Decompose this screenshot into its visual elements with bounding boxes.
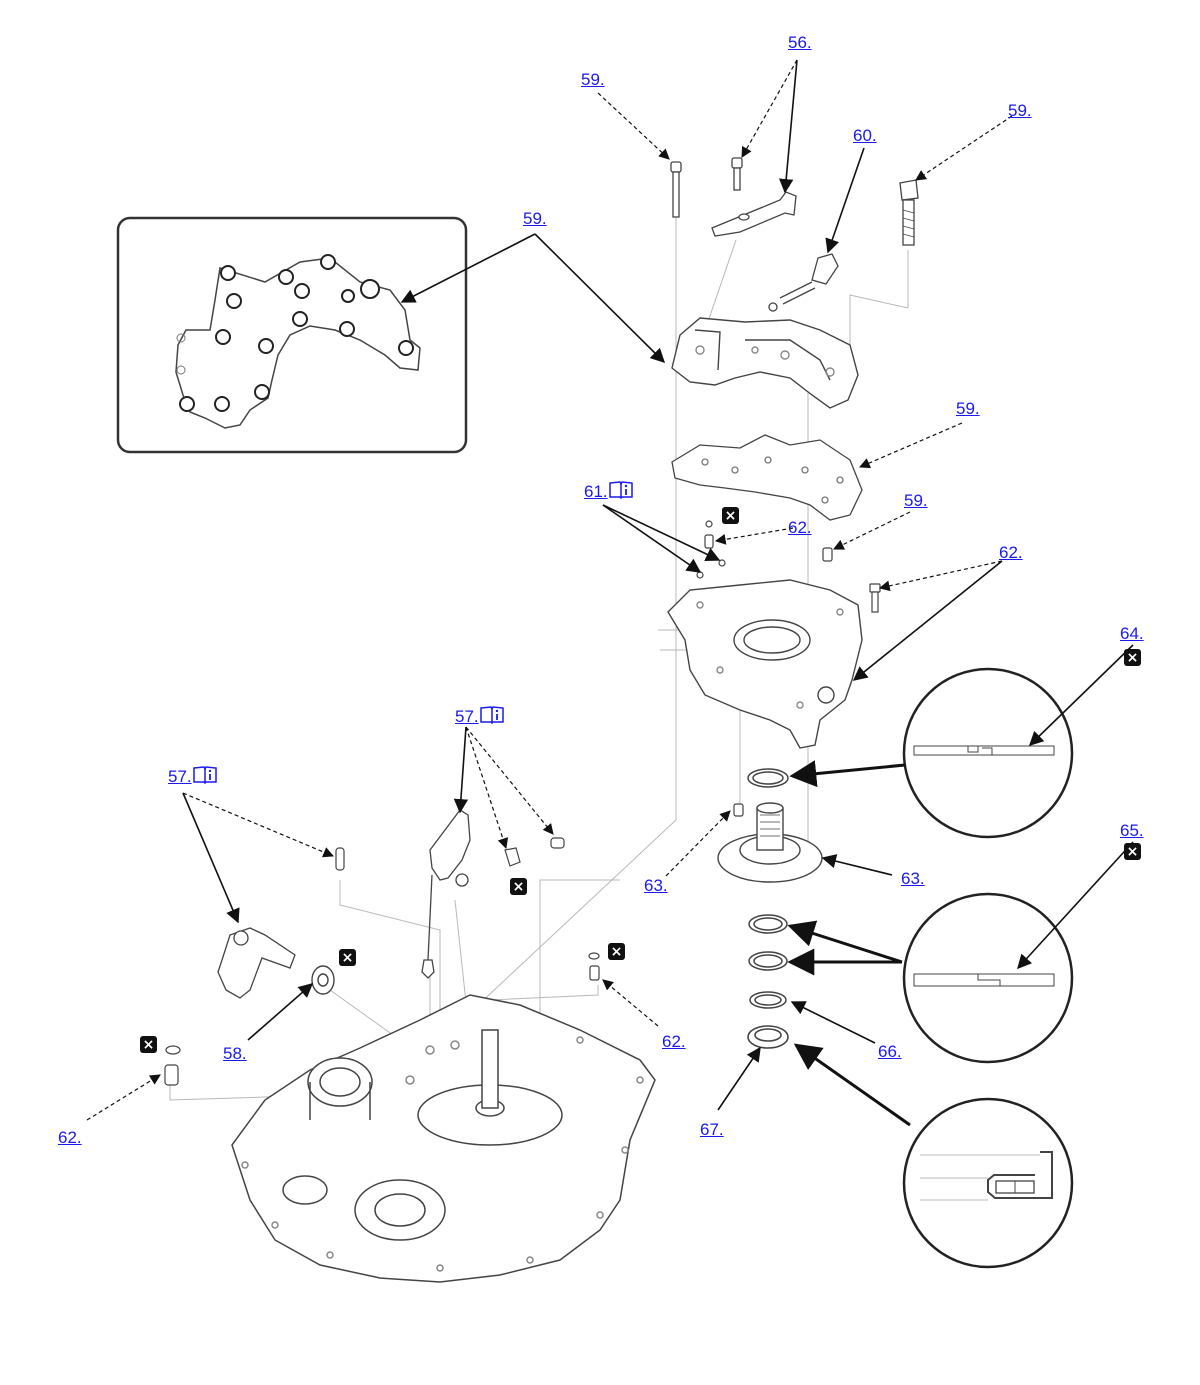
callout-59-plate[interactable]: 59.: [956, 399, 980, 418]
washer-58: [311, 965, 335, 995]
separator-plate-59: [671, 434, 863, 521]
replace-marker-icon: ×: [140, 1036, 157, 1053]
manual-book-icon: [479, 706, 504, 724]
inset-gasket-detail: [116, 216, 468, 454]
detail-circle-64: [902, 667, 1074, 839]
callout-57-arm[interactable]: 57.: [455, 706, 504, 727]
detail-circle-67: [902, 1097, 1074, 1269]
dowel-63: [733, 803, 744, 817]
shift-lever-57: [217, 927, 296, 999]
bolt-long-59: [670, 161, 682, 218]
callout-64[interactable]: 64.: [1120, 624, 1144, 643]
callout-59-inset[interactable]: 59.: [523, 209, 547, 228]
bearing-hub-63: [717, 802, 823, 883]
callout-59-bolt-long[interactable]: 59.: [581, 70, 605, 89]
callout-62-pin-left[interactable]: 62.: [58, 1128, 82, 1147]
replace-marker-icon: ×: [339, 949, 356, 966]
manual-book-icon: [608, 481, 633, 499]
replace-marker-icon: ×: [1124, 843, 1141, 860]
replace-marker-icon: ×: [608, 943, 625, 960]
sensor-60: [768, 253, 839, 312]
transmission-case: [231, 994, 656, 1283]
pins-62-lower: [164, 952, 600, 1086]
callout-62-pin-upper[interactable]: 62.: [788, 518, 812, 537]
callout-58[interactable]: 58.: [223, 1044, 247, 1063]
seal-ring-64: [747, 768, 789, 788]
callout-56[interactable]: 56.: [788, 33, 812, 52]
oil-seal-67: [747, 1025, 789, 1049]
callout-63-dowel[interactable]: 63.: [644, 876, 668, 895]
callout-60[interactable]: 60.: [853, 126, 877, 145]
replace-marker-icon: ×: [510, 878, 527, 895]
callout-62-pin-lower[interactable]: 62.: [662, 1032, 686, 1051]
bracket-56: [711, 191, 797, 237]
bolt-56: [731, 157, 743, 191]
manual-book-icon: [192, 766, 217, 784]
ring-66: [749, 991, 787, 1009]
callout-67[interactable]: 67.: [700, 1120, 724, 1139]
callout-65[interactable]: 65.: [1120, 821, 1144, 840]
valve-body-housing: [671, 317, 859, 409]
dowel-pins-62-upper: [696, 520, 881, 613]
callout-63-hub[interactable]: 63.: [901, 869, 925, 888]
detail-circle-65: [902, 892, 1074, 1064]
callout-57-lever[interactable]: 57.: [168, 766, 217, 787]
callout-62-bolt[interactable]: 62.: [999, 543, 1023, 562]
bolt-59-right: [899, 179, 919, 246]
transfer-case-cover: [667, 579, 863, 749]
callout-59-bolt-right[interactable]: 59.: [1008, 101, 1032, 120]
leader-lines: [86, 59, 1134, 1127]
callout-61[interactable]: 61.: [584, 481, 633, 502]
shift-arm-57: [421, 809, 471, 979]
seal-rings-65: [748, 914, 788, 971]
callout-66[interactable]: 66.: [878, 1042, 902, 1061]
replace-marker-icon: ×: [722, 507, 739, 524]
pawl-spring-57: [335, 837, 565, 871]
replace-marker-icon: ×: [1124, 649, 1141, 666]
callout-59-pin[interactable]: 59.: [904, 491, 928, 510]
